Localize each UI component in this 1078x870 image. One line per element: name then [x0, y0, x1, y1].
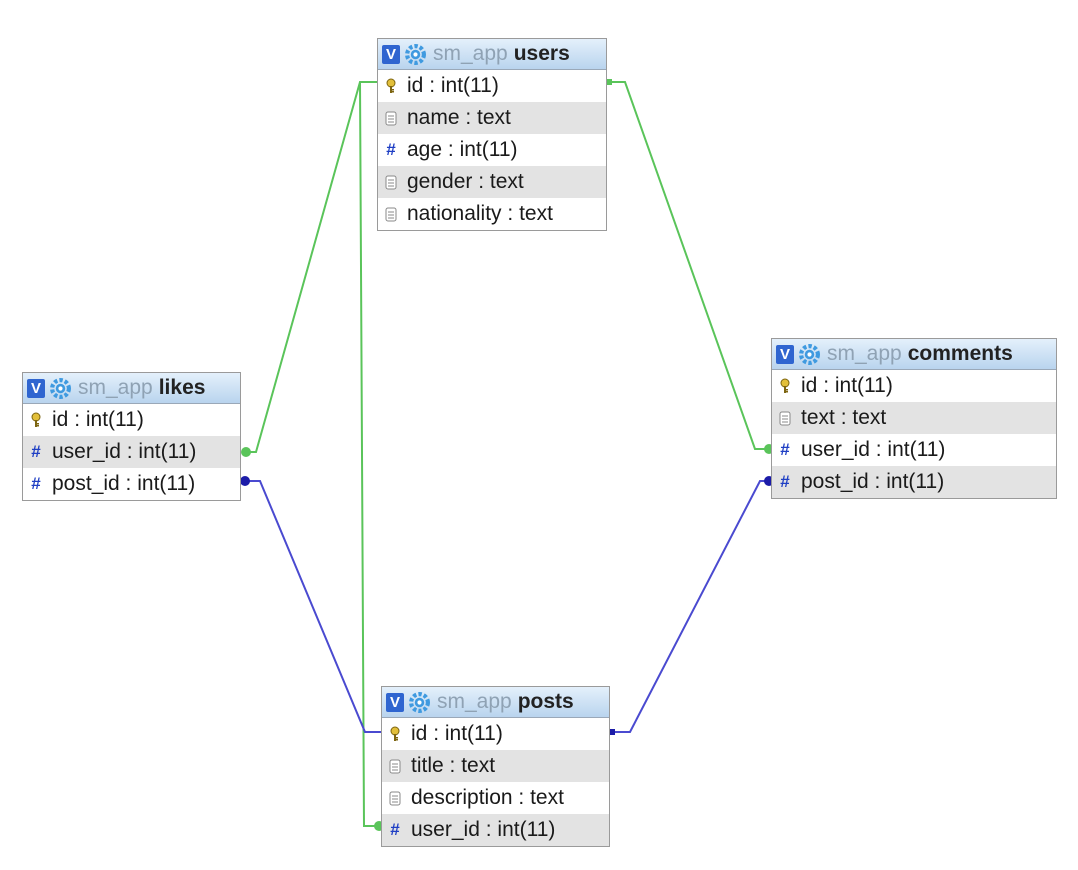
- column-type: int(11): [834, 374, 893, 397]
- toggle-icon[interactable]: V: [386, 692, 404, 712]
- text-column-icon: [388, 756, 402, 776]
- table-header-comments[interactable]: V sm_app comments: [772, 339, 1056, 370]
- column-row-id[interactable]: id : int(11): [382, 718, 609, 750]
- text-column-icon: [384, 108, 398, 128]
- column-name: id: [411, 722, 428, 745]
- relation-endpoint-likes-post-id: [240, 476, 250, 486]
- column-name: post_id: [801, 470, 869, 493]
- database-name: sm_app: [827, 342, 902, 365]
- column-name: id: [801, 374, 818, 397]
- column-row-post-id[interactable]: # post_id : int(11): [772, 466, 1056, 498]
- column-row-title[interactable]: title : text: [382, 750, 609, 782]
- table-likes[interactable]: V sm_app likes id : int(11) # user_id : …: [22, 372, 241, 501]
- numeric-column-icon: #: [31, 442, 41, 461]
- gear-icon[interactable]: [799, 343, 820, 365]
- column-name: user_id: [411, 818, 480, 841]
- column-type: int(11): [887, 438, 946, 461]
- column-type: text: [519, 202, 553, 225]
- column-type: int(11): [440, 74, 499, 97]
- column-type: text: [489, 170, 524, 193]
- column-name: title: [411, 754, 444, 777]
- column-row-user-id[interactable]: # user_id : int(11): [772, 434, 1056, 466]
- column-row-description[interactable]: description : text: [382, 782, 609, 814]
- primary-key-icon: [29, 410, 43, 430]
- numeric-column-icon: #: [780, 472, 790, 491]
- column-name: user_id: [801, 438, 870, 461]
- column-type: text: [461, 754, 496, 777]
- text-column-icon: [384, 204, 398, 224]
- column-name: id: [52, 408, 69, 431]
- primary-key-icon: [388, 724, 402, 744]
- numeric-column-icon: #: [390, 820, 400, 839]
- column-row-id[interactable]: id : int(11): [23, 404, 240, 436]
- primary-key-icon: [384, 76, 398, 96]
- table-header-posts[interactable]: V sm_app posts: [382, 687, 609, 718]
- column-name: post_id: [52, 472, 120, 495]
- gear-icon[interactable]: [50, 377, 71, 399]
- relation-line-likes-post-id: [246, 480, 382, 733]
- column-name: text: [801, 406, 835, 429]
- text-column-icon: [388, 788, 402, 808]
- column-row-age[interactable]: # age : int(11): [378, 134, 606, 166]
- column-type: text: [477, 106, 511, 129]
- primary-key-icon: [778, 376, 792, 396]
- column-type: int(11): [886, 470, 945, 493]
- column-name: name: [407, 106, 460, 129]
- relation-endpoint-likes-user-id: [241, 447, 251, 457]
- column-type: int(11): [497, 818, 556, 841]
- toggle-icon[interactable]: V: [27, 378, 45, 398]
- table-comments[interactable]: V sm_app comments id : int(11) text : te…: [771, 338, 1057, 499]
- table-name: comments: [907, 342, 1013, 365]
- relation-line-likes-user-id: [246, 81, 379, 453]
- column-row-id[interactable]: id : int(11): [772, 370, 1056, 402]
- column-type: text: [852, 406, 887, 429]
- toggle-icon[interactable]: V: [776, 344, 794, 364]
- column-row-user-id[interactable]: # user_id : int(11): [382, 814, 609, 846]
- gear-icon[interactable]: [409, 691, 430, 713]
- table-header-users[interactable]: V sm_app users: [378, 39, 606, 70]
- relation-anchor-posts-id: [609, 729, 615, 735]
- table-name: likes: [158, 376, 206, 399]
- column-type: int(11): [137, 472, 196, 495]
- gear-icon[interactable]: [405, 43, 426, 65]
- relation-line-comments-post-id: [611, 480, 770, 733]
- numeric-column-icon: #: [31, 474, 41, 493]
- column-row-id[interactable]: id : int(11): [378, 70, 606, 102]
- table-users[interactable]: V sm_app users id : int(11) name : text …: [377, 38, 607, 231]
- numeric-column-icon: #: [780, 440, 790, 459]
- database-name: sm_app: [433, 42, 508, 65]
- database-name: sm_app: [78, 376, 153, 399]
- text-column-icon: [778, 408, 792, 428]
- table-header-likes[interactable]: V sm_app likes: [23, 373, 240, 404]
- column-type: int(11): [138, 440, 197, 463]
- table-posts[interactable]: V sm_app posts id : int(11) title : text…: [381, 686, 610, 847]
- column-name: nationality: [407, 202, 502, 225]
- toggle-icon[interactable]: V: [382, 44, 400, 64]
- column-row-nationality[interactable]: nationality : text: [378, 198, 606, 230]
- column-name: gender: [407, 170, 473, 193]
- column-type: text: [530, 786, 564, 809]
- table-name: posts: [517, 690, 574, 713]
- column-name: id: [407, 74, 424, 97]
- column-row-user-id[interactable]: # user_id : int(11): [23, 436, 240, 468]
- column-name: age: [407, 138, 443, 161]
- column-type: int(11): [85, 408, 144, 431]
- database-name: sm_app: [437, 690, 512, 713]
- column-type: int(11): [444, 722, 503, 745]
- column-row-text[interactable]: text : text: [772, 402, 1056, 434]
- relation-anchor-users-id: [606, 79, 612, 85]
- text-column-icon: [384, 172, 398, 192]
- column-row-name[interactable]: name : text: [378, 102, 606, 134]
- column-row-post-id[interactable]: # post_id : int(11): [23, 468, 240, 500]
- column-row-gender[interactable]: gender : text: [378, 166, 606, 198]
- column-name: user_id: [52, 440, 121, 463]
- column-name: description: [411, 786, 513, 809]
- column-type: int(11): [459, 138, 518, 161]
- numeric-column-icon: #: [386, 140, 396, 159]
- relation-line-comments-user-id: [608, 81, 768, 450]
- table-name: users: [513, 42, 570, 65]
